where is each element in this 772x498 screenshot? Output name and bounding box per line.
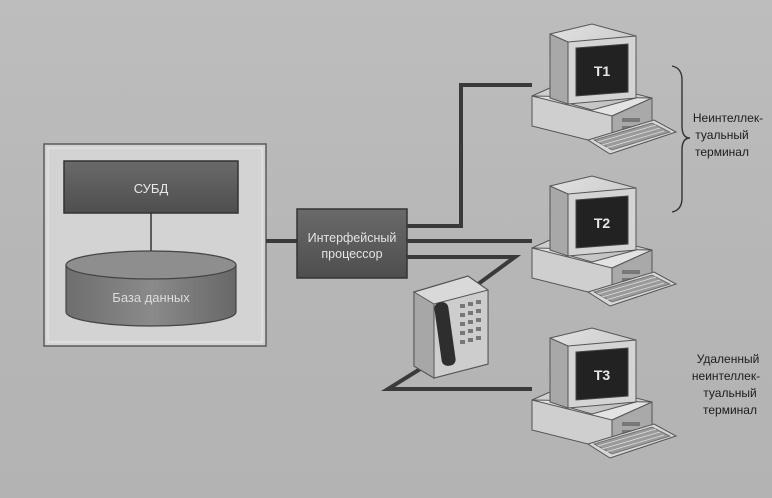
remote-caption-line-2: неинтеллек- (692, 369, 760, 383)
terminal-t3: T3 (531, 327, 677, 459)
remote-caption-line-1: Удаленный (697, 352, 760, 366)
remote-caption-line-4: терминал (703, 403, 757, 417)
database-label: База данных (112, 290, 190, 305)
dumb-caption-line-3: терминал (695, 145, 749, 159)
terminal-t2-label: T2 (594, 215, 611, 231)
database-cylinder-icon: База данных (65, 250, 237, 327)
terminal-t2: T2 (531, 175, 677, 307)
t3-link (380, 364, 532, 391)
dbms-label: СУБД (134, 181, 169, 196)
interface-processor-label-1: Интерфейсный (308, 231, 397, 245)
interface-processor-box: Интерфейсный процессор (296, 208, 408, 279)
dumb-caption-line-2: туальный (695, 128, 748, 142)
dumb-caption-line-1: Неинтеллек- (693, 111, 763, 125)
dbms-box: СУБД (63, 160, 239, 214)
dumb-terminal-caption: Неинтеллек- туальный терминал (693, 111, 763, 159)
remote-terminal-caption: Удаленный неинтеллек- туальный терминал (692, 352, 760, 417)
remote-caption-line-3: туальный (703, 386, 756, 400)
terminal-t1: T1 (531, 23, 677, 155)
telephone-icon (413, 275, 489, 379)
interface-processor-label-2: процессор (321, 247, 382, 261)
terminal-t3-label: T3 (594, 367, 611, 383)
terminal-t1-label: T1 (594, 63, 611, 79)
modem-link (407, 255, 522, 292)
t1-link (407, 83, 532, 228)
dumb-terminal-bracket (671, 65, 691, 213)
